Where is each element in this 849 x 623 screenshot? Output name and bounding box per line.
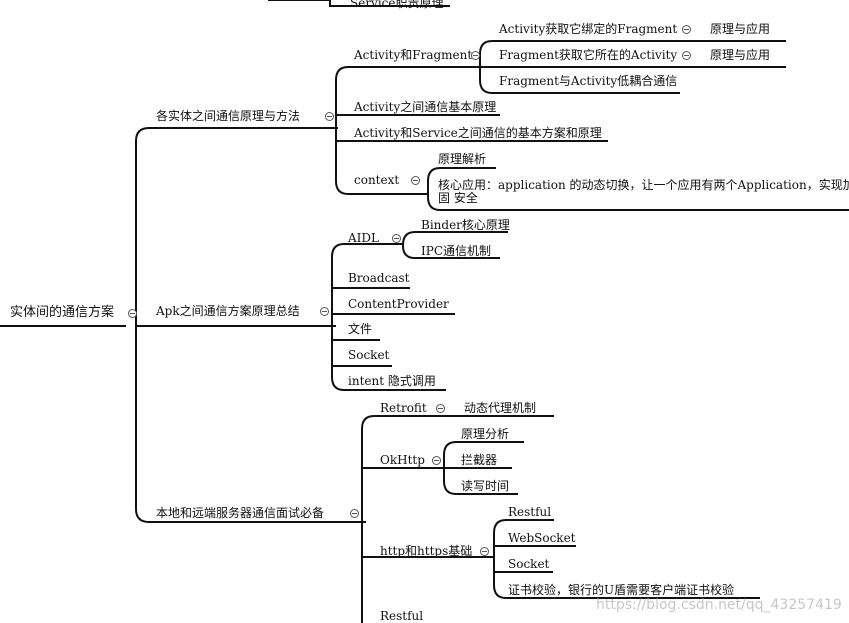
collapse-fragment-get-activity-icon[interactable]: [682, 51, 691, 60]
node-context-application[interactable]: 核心应用：application 的动态切换，让一个应用有两个Applicati…: [438, 178, 849, 205]
node-binder[interactable]: Binder核心原理: [421, 218, 510, 232]
node-socket-http[interactable]: Socket: [508, 557, 550, 571]
node-retrofit[interactable]: Retrofit: [380, 401, 427, 415]
node-activity-get-fragment[interactable]: Activity获取它绑定的Fragment: [499, 22, 678, 36]
collapse-aidl-icon[interactable]: [392, 234, 401, 243]
node-contentprovider[interactable]: ContentProvider: [348, 297, 449, 311]
node-okhttp-principle[interactable]: 原理分析: [461, 427, 510, 441]
note-fragment-get-activity[interactable]: 原理与应用: [710, 48, 771, 62]
note-activity-get-fragment[interactable]: 原理与应用: [710, 22, 771, 36]
node-socket[interactable]: Socket: [348, 348, 390, 362]
node-fragment-activity-decoupled[interactable]: Fragment与Activity低耦合通信: [499, 74, 678, 88]
node-fragment-get-activity[interactable]: Fragment获取它所在的Activity: [499, 48, 678, 62]
node-activity-basic[interactable]: Activity之间通信基本原理: [354, 100, 497, 114]
node-restful[interactable]: Restful: [508, 505, 552, 519]
collapse-branch3-icon[interactable]: [350, 509, 359, 518]
collapse-okhttp-icon[interactable]: [432, 456, 441, 465]
collapse-branch2-icon[interactable]: [320, 307, 329, 316]
watermark: https://blog.csdn.net/qq_43257419: [596, 597, 842, 613]
node-intent[interactable]: intent 隐式调用: [348, 374, 436, 388]
collapse-activity-fragment-icon[interactable]: [471, 51, 480, 60]
node-dynamic-proxy[interactable]: 动态代理机制: [464, 401, 537, 415]
collapse-activity-get-fragment-icon[interactable]: [682, 25, 691, 34]
node-activity-service[interactable]: Activity和Service之间通信的基本方案和原理: [354, 126, 602, 140]
node-okhttp[interactable]: OkHttp: [380, 453, 425, 467]
branch-server-communication[interactable]: 本地和远端服务器通信面试必备: [156, 506, 325, 520]
node-certificate[interactable]: 证书校验，银行的U盾需要客户端证书校验: [508, 583, 735, 597]
node-ipc[interactable]: IPC通信机制: [421, 244, 491, 258]
node-context[interactable]: context: [354, 173, 400, 187]
node-context-principle[interactable]: 原理解析: [438, 152, 487, 166]
node-file[interactable]: 文件: [348, 322, 373, 336]
branch-apk-communication[interactable]: Apk之间通信方案原理总结: [156, 304, 300, 318]
node-activity-fragment[interactable]: Activity和Fragment: [354, 48, 473, 62]
node-interceptor[interactable]: 拦截器: [461, 453, 498, 467]
node-websocket[interactable]: WebSocket: [508, 531, 576, 545]
node-service-principle[interactable]: Service职责原理: [350, 0, 444, 10]
node-aidl[interactable]: AIDL: [348, 231, 379, 245]
collapse-root-icon[interactable]: [128, 309, 137, 318]
collapse-branch1-icon[interactable]: [325, 112, 334, 121]
collapse-context-icon[interactable]: [411, 176, 420, 185]
node-restful-bottom[interactable]: Restful: [380, 609, 424, 623]
node-broadcast[interactable]: Broadcast: [348, 271, 410, 285]
collapse-http-icon[interactable]: [480, 547, 489, 556]
branch-entity-communication[interactable]: 各实体之间通信原理与方法: [156, 109, 301, 123]
root-node[interactable]: 实体间的通信方案: [10, 305, 115, 320]
node-read-write-timeout[interactable]: 读写时间: [461, 479, 510, 493]
node-http-https[interactable]: http和https基础: [380, 544, 473, 558]
collapse-retrofit-icon[interactable]: [436, 404, 445, 413]
